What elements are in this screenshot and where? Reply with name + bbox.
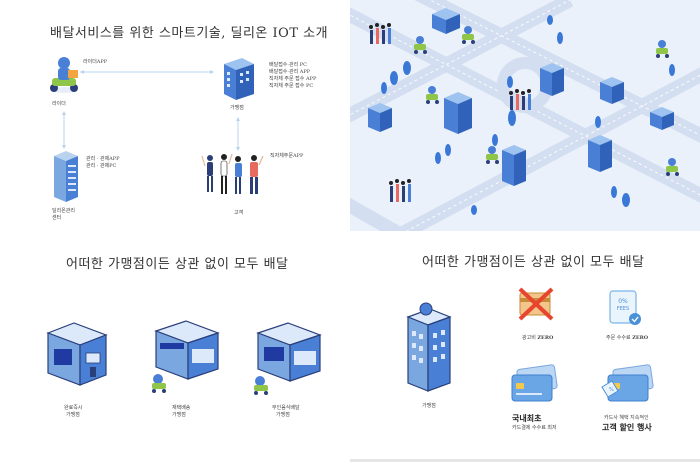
svg-text:0%: 0% [618, 298, 628, 305]
store-2-icon [152, 320, 220, 393]
card-discount-icon: % [601, 364, 654, 402]
panel1-title: 배달서비스를 위한 스마트기술, 딜리온 IOT 소개 [50, 26, 329, 41]
map-riders [414, 26, 679, 176]
building-icon [502, 145, 526, 186]
ad-fee-zero: ZERO [537, 335, 554, 341]
card-benefit-label: 카드사 혜택 지속적인 [604, 415, 649, 421]
discount-event-label: 고객 할인 행사 [602, 423, 652, 432]
store-2-label-2: 가맹점 [172, 412, 186, 418]
panel3-title: 어떠한 가맹점이든 상관 없이 모두 배달 [66, 257, 289, 272]
zero-fees-icon: 0% FEES [609, 290, 641, 325]
city-map-illustration [350, 0, 700, 231]
rider-label: 라이더 [52, 101, 66, 107]
no-ads-icon [518, 287, 554, 321]
iot-intro-panel: 배달서비스를 위한 스마트기술, 딜리온 IOT 소개 라이더APP 라이더 [0, 0, 350, 231]
building-icon [444, 92, 472, 134]
panel4-title: 어떠한 가맹점이든 상관 없이 모두 배달 [422, 255, 645, 270]
store-3-icon [254, 322, 322, 395]
server-icon [54, 151, 78, 202]
store-line-3: 직자체 주문 접수 APP [269, 76, 317, 82]
bottom-divider [350, 459, 700, 462]
store-1-label-1: 완료즉시 [64, 405, 83, 411]
credit-card-icon [511, 364, 558, 402]
store-label: 가맹점 [230, 105, 244, 111]
building-icon [650, 107, 674, 130]
benefits-panel: 어떠한 가맹점이든 상관 없이 모두 배달 가맹점 광고비 ZERO 0% FE… [350, 231, 700, 462]
rider-icon [462, 26, 475, 44]
server-line-2: 관리 · 관제PC [86, 163, 117, 169]
map-people [369, 23, 531, 202]
customer-label: 고객 [234, 210, 244, 216]
rider-icon [656, 40, 669, 58]
rider-icon [486, 146, 499, 164]
store-line-1: 배달접수·관리 PC [269, 62, 307, 68]
customers-icon [201, 153, 264, 194]
store-1-label-2: 가맹점 [66, 412, 80, 418]
server-line-1: 관리 · 관제APP [86, 156, 120, 162]
map-buildings [368, 8, 674, 186]
order-fee-text: 주문 수수료 [606, 335, 631, 341]
map-trees [381, 15, 675, 215]
store-2-label-1: 재택배송 [172, 405, 191, 411]
building-icon [588, 135, 612, 172]
building-icon [368, 103, 392, 132]
order-fee-label: 주문 수수료 ZERO [606, 335, 648, 342]
server-label: 딜리온관리 센터 [52, 208, 76, 221]
building-icon [600, 77, 624, 104]
store-1-icon [46, 322, 108, 386]
svg-text:%: % [609, 387, 614, 393]
card-fee-label: 카드결제 수수료 최저 [512, 425, 557, 431]
rider-icon [50, 57, 78, 93]
rider-icon [414, 36, 427, 54]
building-icon [432, 8, 460, 34]
store-line-2: 배달접수·관리 APP [269, 69, 311, 75]
svg-text:FEES: FEES [617, 306, 629, 312]
rider-icon [426, 86, 439, 104]
customer-app-label: 직자체주문APP [270, 153, 304, 159]
store-building-icon [224, 58, 254, 100]
store-tower-icon [406, 302, 452, 392]
store-line-4: 직자체 주문 접수 PC [269, 83, 314, 89]
store-tower-label: 가맹점 [422, 403, 436, 409]
store-3-label-2: 가맹점 [276, 412, 290, 418]
rider-icon [666, 158, 679, 176]
rider-app-label: 라이더APP [83, 59, 108, 65]
order-fee-zero: ZERO [632, 335, 649, 341]
store-types-panel: 어떠한 가맹점이든 상관 없이 모두 배달 완료즉시 가맹점 재택배송 가맹점 … [0, 231, 350, 462]
diagram-connectors [62, 70, 240, 151]
card-first-label: 국내최초 [512, 414, 542, 423]
building-icon [540, 63, 564, 96]
ad-fee-label: 광고비 ZERO [522, 335, 553, 342]
ad-fee-text: 광고비 [522, 335, 536, 341]
store-3-label-1: 무인음식배달 [272, 405, 300, 411]
